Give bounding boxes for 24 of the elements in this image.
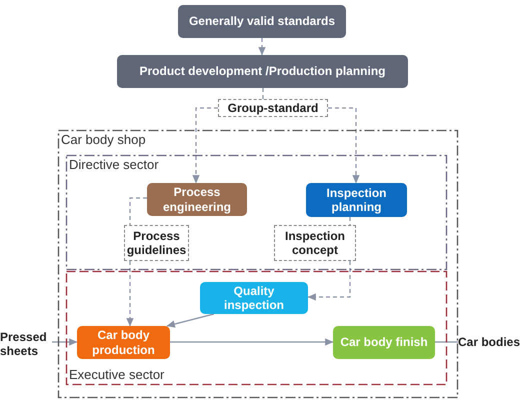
flow-label: Pressed sheets [0,328,52,360]
region-label: Executive sector [69,367,164,382]
connector-arrow [307,261,351,301]
connector-arrow [258,38,266,56]
connector-arrow [126,261,134,327]
process-box: Quality inspection [200,282,308,314]
connector-arrow [328,107,360,184]
note-box: Inspection concept [274,225,356,261]
process-box: Process engineering [147,183,247,216]
region-label: Car body shop [61,132,146,147]
region-label: Directive sector [69,157,159,172]
process-box: Car body production [77,326,170,359]
note-box: Group-standard [218,99,328,117]
connector-arrow [170,338,334,346]
flow-label: Car bodies [458,334,520,350]
connector-arrow [192,107,218,184]
note-box: Process guidelines [124,225,189,261]
connector-arrow [166,313,214,328]
process-box: Product development /Production planning [117,55,408,88]
connector-arrow [129,197,147,225]
process-box: Inspection planning [306,183,407,217]
connector-arrow [52,338,78,346]
process-box: Car body finish [333,326,435,359]
process-box: Generally valid standards [178,5,346,38]
